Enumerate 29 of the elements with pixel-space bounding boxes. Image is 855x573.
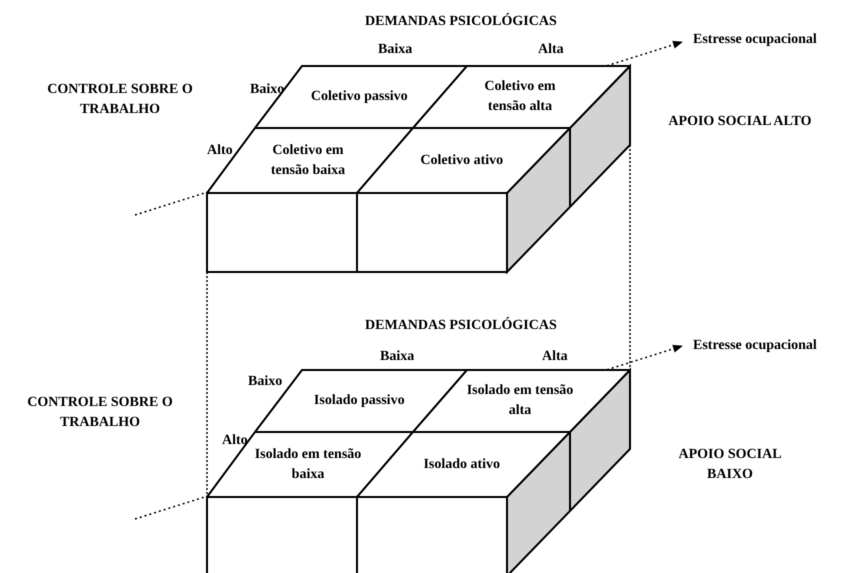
cell-label: Isolado em tensão alta (466, 382, 574, 420)
axis-tick-label: Alto (222, 432, 249, 450)
axis-tick-label: Baixo (248, 373, 284, 391)
cell-label: Coletivo passivo (310, 88, 409, 106)
axis-tick-label: Baixa (380, 348, 416, 366)
axis-tick-label: Alta (542, 348, 569, 366)
axis-label: Estresse ocupacional (693, 337, 818, 355)
cell-label: Isolado ativo (422, 456, 502, 474)
axis-tick-label: Baixo (250, 81, 286, 99)
grid-cell (412, 369, 631, 433)
axis-tick-label: Alto (207, 142, 234, 160)
axis-title: DEMANDAS PSICOLÓGICAS (365, 316, 558, 335)
axis-tick-label: Alta (538, 41, 565, 59)
grid-cell (412, 65, 631, 129)
axis-title: CONTROLE SOBRE O TRABALHO (26, 394, 174, 432)
axis-tick-label: Baixa (378, 41, 414, 59)
group-label: APOIO SOCIAL BAIXO (677, 446, 783, 484)
grid-cell (206, 431, 414, 498)
grid-cell (206, 127, 414, 194)
cell-label: Coletivo em tensão baixa (270, 142, 346, 180)
axis-title: CONTROLE SOBRE O TRABALHO (46, 81, 194, 119)
axis-title: DEMANDAS PSICOLÓGICAS (365, 12, 558, 31)
group-label: APOIO SOCIAL ALTO (667, 113, 813, 131)
grid-cell (356, 127, 571, 194)
cell-label: Coletivo ativo (419, 152, 504, 170)
cell-label: Coletivo em tensão alta (483, 78, 557, 116)
cell-label: Isolado passivo (312, 392, 406, 410)
axis-label: Estresse ocupacional (693, 31, 818, 49)
cell-label: Isolado em tensão baixa (254, 446, 362, 484)
